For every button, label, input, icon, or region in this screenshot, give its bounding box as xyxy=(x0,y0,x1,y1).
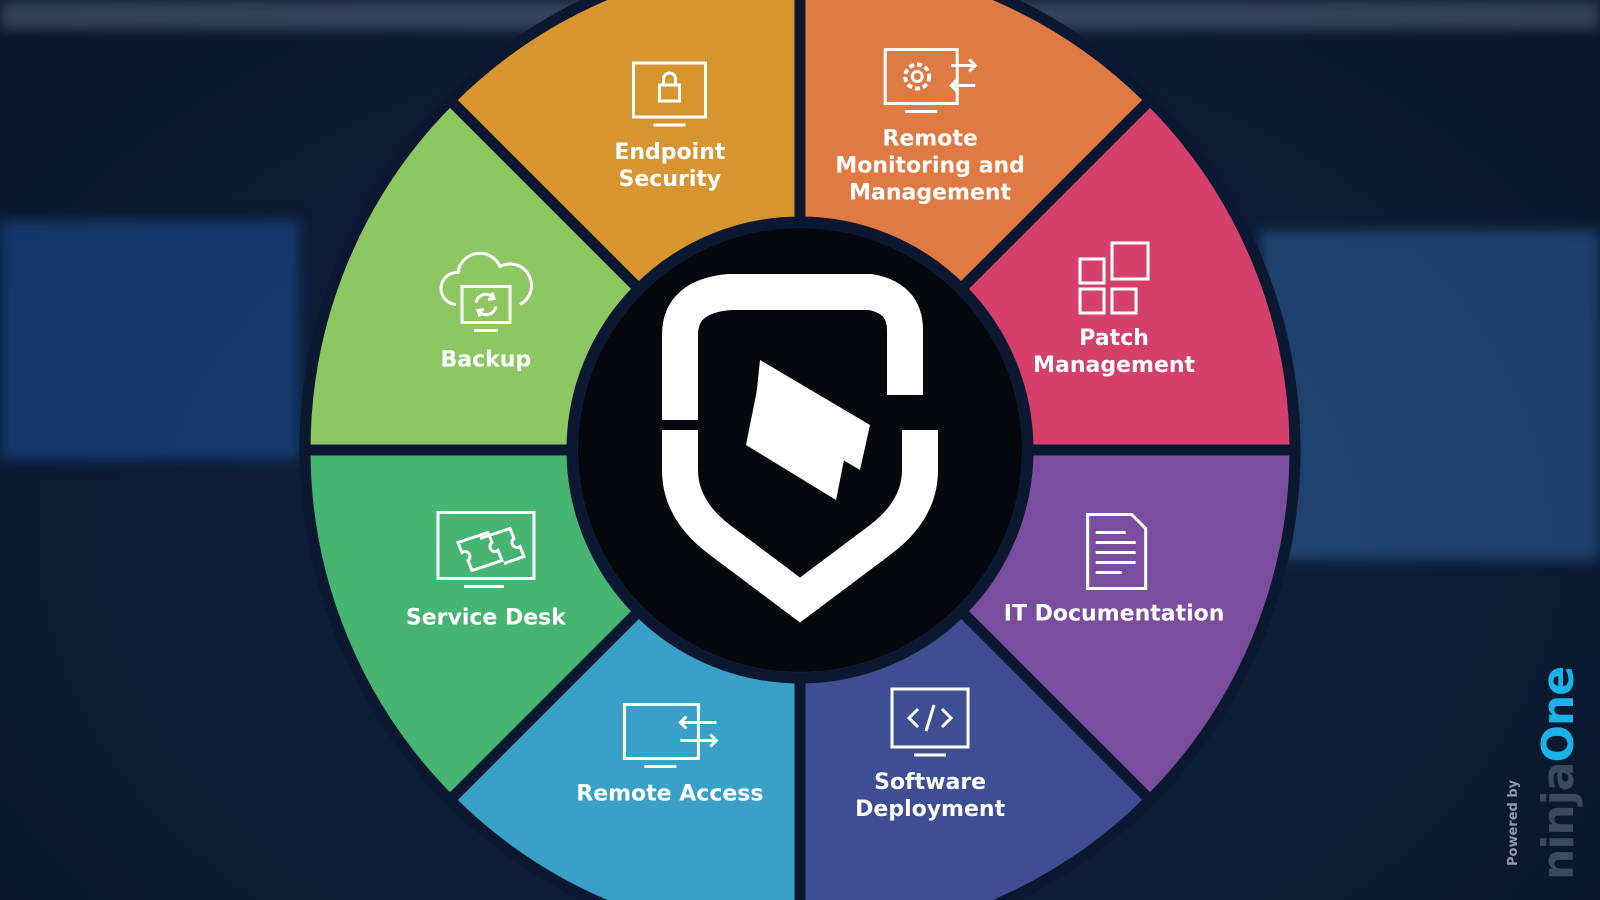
segment-label: Software Deployment xyxy=(855,685,1005,823)
segment-backup xyxy=(299,92,647,456)
background-monitor xyxy=(0,220,300,460)
monitor-arrows-icon xyxy=(623,703,719,769)
segment-it-documentation xyxy=(953,444,1301,808)
brand-name-part: ninja xyxy=(1533,762,1584,880)
shield-s-logo xyxy=(662,274,938,623)
segment-label-text: Remote Monitoring and Management xyxy=(835,126,1025,206)
segment-label: IT Documentation xyxy=(1003,513,1225,628)
ninjaone-logo: ninjaOne xyxy=(1533,666,1584,880)
segment-service-desk xyxy=(299,444,647,808)
segment-label: Endpoint Security xyxy=(614,59,725,193)
cloud-sync-icon xyxy=(439,251,533,332)
brand-name-part: One xyxy=(1533,666,1584,763)
segment-label-text: IT Documentation xyxy=(1003,601,1225,627)
segment-label: Remote Monitoring and Management xyxy=(835,45,1025,206)
segment-label-text: Software Deployment xyxy=(855,770,1006,823)
grid-squares-icon xyxy=(1078,241,1150,315)
segment-label-text: Service Desk xyxy=(405,605,566,631)
document-icon xyxy=(1086,513,1148,591)
segment-label-text: Backup xyxy=(440,347,532,373)
segment-label-text: Endpoint Security xyxy=(614,139,726,192)
monitor-gear-arrows-icon xyxy=(883,47,978,113)
segment-label: Patch Management xyxy=(1033,241,1195,379)
ticket-monitor-icon xyxy=(436,511,536,589)
segment-label: Backup xyxy=(436,246,536,373)
segment-endpoint-security xyxy=(442,0,806,297)
segment-remote-monitoring-and-management xyxy=(794,0,1158,297)
segment-label: Remote Access xyxy=(576,701,763,808)
monitor-lock-icon xyxy=(632,61,708,127)
code-monitor-icon xyxy=(890,687,970,757)
segment-label-text: Remote Access xyxy=(576,781,764,807)
background-monitor xyxy=(1260,230,1600,560)
segment-label-text: Patch Management xyxy=(1033,325,1196,378)
segment-patch-management xyxy=(953,92,1301,456)
powered-by-text: Powered by xyxy=(1506,779,1521,866)
segment-label: Service Desk xyxy=(406,509,566,632)
segment-software-deployment xyxy=(794,603,1158,900)
